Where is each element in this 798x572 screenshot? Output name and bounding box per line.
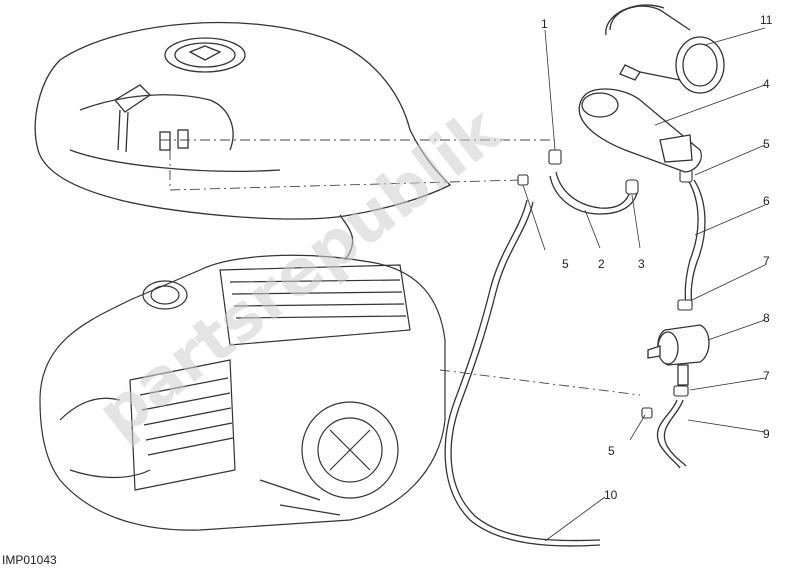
- purge-valve: [647, 324, 710, 386]
- clamps: [517, 149, 693, 419]
- canister-bracket: [605, 4, 725, 94]
- callout-5: 5: [763, 137, 770, 151]
- callout-11: 11: [760, 13, 773, 27]
- callout-9: 9: [763, 427, 770, 441]
- callout-3: 3: [638, 257, 645, 271]
- callout-5: 5: [608, 444, 615, 458]
- watermark-text: partsrepublik: [84, 93, 515, 453]
- callout-1: 1: [541, 17, 548, 31]
- hoses: [444, 171, 706, 547]
- routing-lines: [160, 139, 641, 396]
- callout-8: 8: [763, 311, 770, 325]
- callout-7: 7: [763, 254, 770, 268]
- fuel-tank: [34, 21, 452, 261]
- leader-lines: [522, 27, 766, 542]
- callout-4: 4: [763, 77, 770, 91]
- callout-5: 5: [562, 257, 569, 271]
- callout-6: 6: [763, 194, 770, 208]
- carbon-canister: [578, 88, 702, 173]
- callout-7: 7: [763, 369, 770, 383]
- callout-10: 10: [604, 488, 618, 502]
- callout-2: 2: [598, 257, 605, 271]
- engine: [39, 254, 446, 531]
- callout-numbers: 1 2 3 4 5 5 5 6 7 7 8 9 10 11: [541, 13, 773, 502]
- drawing-code: IMP01043: [2, 553, 57, 567]
